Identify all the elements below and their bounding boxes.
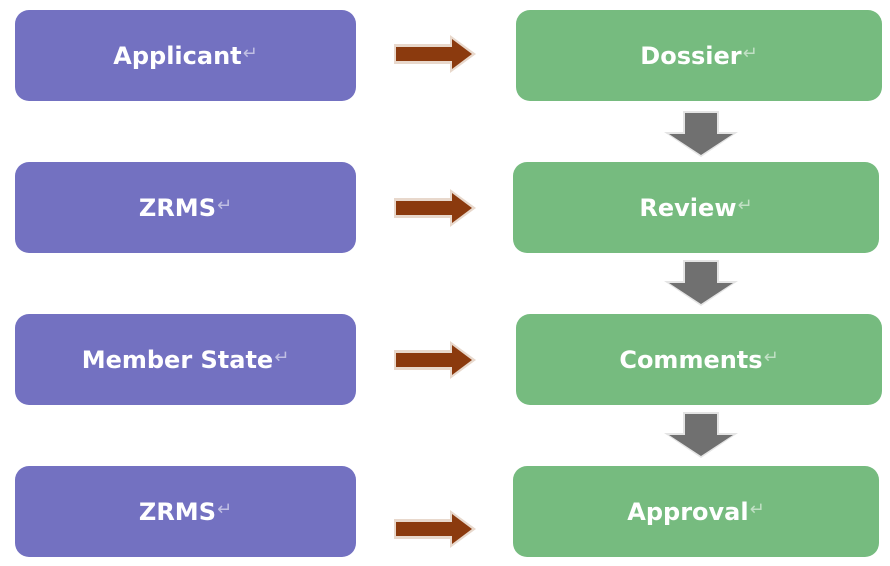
zrms-label-2: ZRMS xyxy=(138,497,216,526)
zrms-label-1: ZRMS xyxy=(138,193,216,222)
return-mark-icon: ↵ xyxy=(216,499,233,520)
down-arrow-icon xyxy=(664,111,738,157)
return-mark-icon: ↵ xyxy=(749,499,765,520)
return-mark-icon: ↵ xyxy=(274,347,290,368)
member-state-label: Member State xyxy=(81,345,274,374)
return-mark-icon: ↵ xyxy=(737,195,753,216)
applicant-label: Applicant xyxy=(113,41,242,70)
right-arrow-icon xyxy=(394,35,476,73)
review-label: Review xyxy=(639,193,737,222)
member-state-box: Member State↵ xyxy=(15,314,356,405)
down-arrow-icon xyxy=(664,412,738,458)
return-mark-icon: ↵ xyxy=(242,43,258,64)
down-arrow-icon xyxy=(664,260,738,306)
review-box: Review↵ xyxy=(513,162,879,253)
return-mark-icon: ↵ xyxy=(742,43,758,64)
comments-box: Comments↵ xyxy=(516,314,882,405)
dossier-label: Dossier xyxy=(640,41,742,70)
dossier-box: Dossier↵ xyxy=(516,10,882,101)
return-mark-icon: ↵ xyxy=(216,195,233,216)
right-arrow-icon xyxy=(394,189,476,227)
return-mark-icon: ↵ xyxy=(763,347,779,368)
right-arrow-icon xyxy=(394,341,476,379)
zrms-box-1: ZRMS↵ xyxy=(15,162,356,253)
zrms-box-2: ZRMS↵ xyxy=(15,466,356,557)
approval-label: Approval xyxy=(627,497,749,526)
comments-label: Comments xyxy=(619,345,763,374)
applicant-box: Applicant↵ xyxy=(15,10,356,101)
right-arrow-icon xyxy=(394,510,476,548)
approval-box: Approval↵ xyxy=(513,466,879,557)
